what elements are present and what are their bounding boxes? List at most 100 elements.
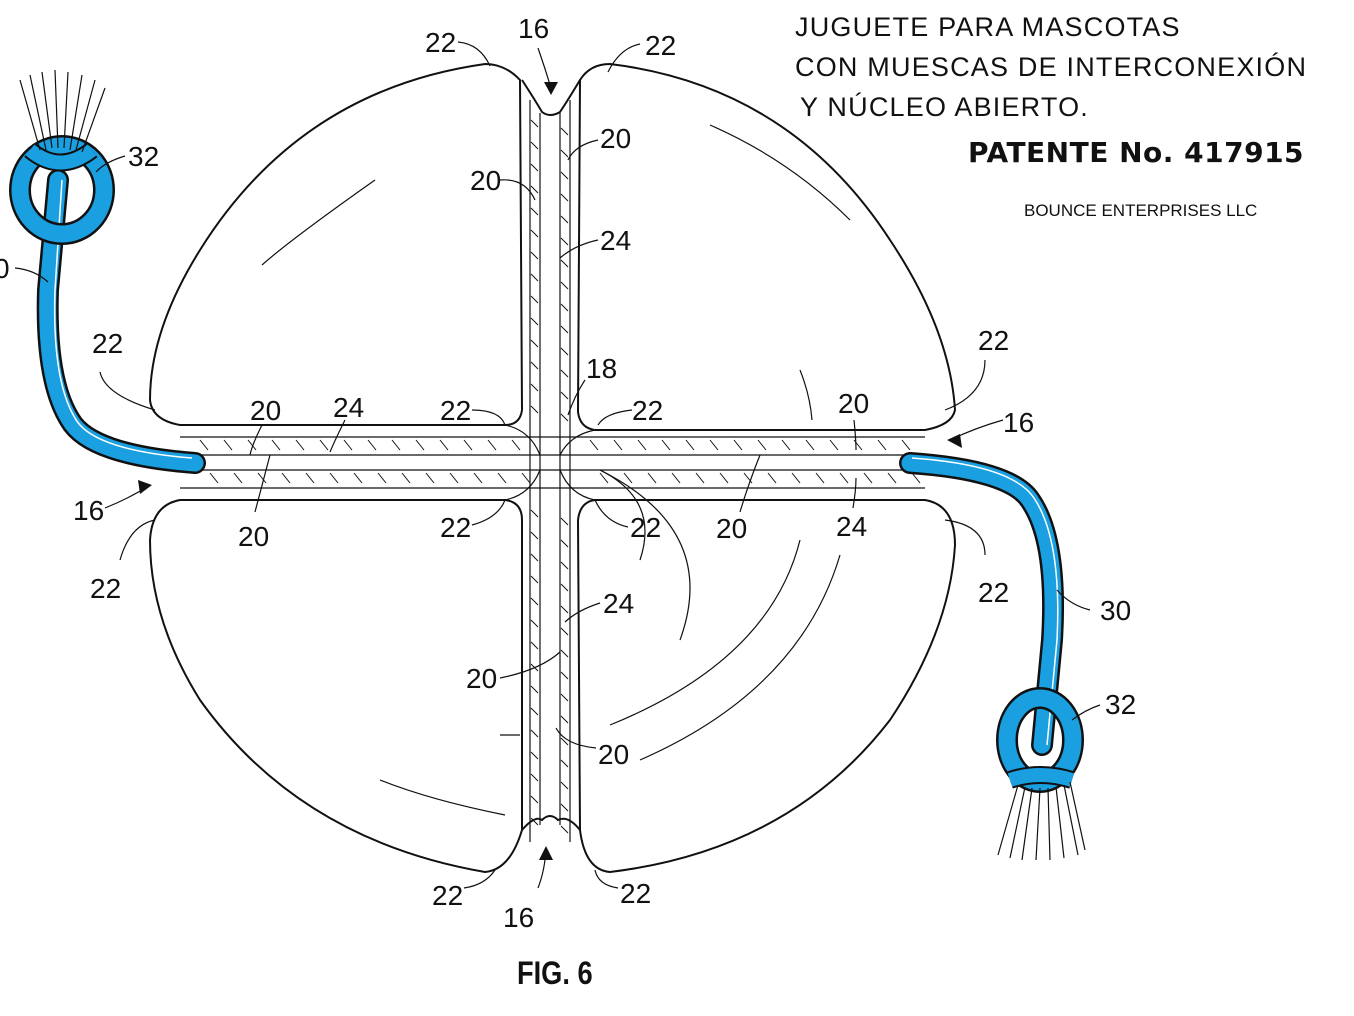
hatch-stroke [530,361,539,370]
hatch-stroke [560,171,569,180]
hatch-stroke [887,472,897,484]
hatch-stroke [560,803,569,812]
hatch-stroke [560,259,569,268]
title-line-2: CON MUESCAS DE INTERCONEXIÓN [795,52,1308,82]
hatch-stroke [391,439,401,451]
ref-numeral: 20 [598,739,629,770]
hatch-stroke [530,707,539,716]
hatch-stroke [271,439,281,451]
quadrant-lower-right [576,499,957,874]
hatch-stroke [791,472,801,484]
ref-numeral: 18 [586,353,617,384]
title-line-3: Y NÚCLEO ABIERTO. [800,92,1090,122]
hatch-stroke [425,472,435,484]
quadrant-upper-left [148,62,524,426]
ref-numeral: 20 [238,521,269,552]
hatch-stroke [829,439,839,451]
hatch-stroke [560,127,569,136]
hatch-stroke [521,472,531,484]
hatch-stroke [209,472,219,484]
hatch-stroke [530,405,539,414]
hatch-stroke [599,472,609,484]
hatch-stroke [560,715,569,724]
hatch-stroke [530,273,539,282]
hatch-stroke [560,391,569,400]
hatch-stroke [560,369,569,378]
hatch-stroke [560,325,569,334]
figure-label: FIG. 6 [517,955,593,991]
hatch-stroke [511,439,521,451]
hatch-stroke [560,693,569,702]
ref-numeral: 20 [470,165,501,196]
hatch-stroke [863,472,873,484]
hatch-stroke [305,472,315,484]
quadrant-upper-right [576,62,957,431]
hatch-stroke [560,825,569,834]
hatch-stroke [560,215,569,224]
ref-numeral: 20 [466,663,497,694]
hatch-stroke [560,193,569,202]
hatch-stroke [530,685,539,694]
open-core [504,424,691,641]
patent-number: PATENTE No. 417915 [968,136,1305,169]
hatch-stroke [733,439,743,451]
hatch-stroke [415,439,425,451]
hatch-stroke [281,472,291,484]
hatch-stroke [247,439,257,451]
hatch-stroke [647,472,657,484]
hatch-stroke [353,472,363,484]
ref-numeral: 16 [518,13,549,44]
hatch-stroke [377,472,387,484]
hatch-stroke [815,472,825,484]
ref-numeral: 22 [440,395,471,426]
hatch-stroke [473,472,483,484]
hatch-stroke [560,605,569,614]
hatch-stroke [613,439,623,451]
hatch-stroke [233,472,243,484]
hatch-stroke [671,472,681,484]
hatch-stroke [530,531,539,540]
hatch-stroke [560,649,569,658]
hatch-stroke [530,773,539,782]
hatch-stroke [767,472,777,484]
hatch-stroke [560,413,569,422]
ref-numeral: 24 [600,225,631,256]
ref-numeral: 16 [503,902,534,933]
hatch-stroke [530,509,539,518]
hatch-stroke [530,317,539,326]
hatch-stroke [560,627,569,636]
hatch-stroke [719,472,729,484]
ref-numeral: 0 [0,253,10,284]
ref-numeral: 22 [978,577,1009,608]
hatch-stroke [560,517,569,526]
hatch-stroke [530,817,539,826]
hatch-stroke [805,439,815,451]
rope-left [9,69,206,474]
ref-numeral: 16 [1003,407,1034,438]
quadrant-lower-left [148,499,523,874]
title-line-1: JUGUETE PARA MASCOTAS [795,12,1181,42]
hatching [199,119,921,834]
rope-right [899,452,1086,861]
ref-numeral: 22 [630,512,661,543]
hatch-stroke [757,439,767,451]
hatch-stroke [560,303,569,312]
hatch-stroke [530,641,539,650]
hatch-stroke [530,119,539,128]
hatch-stroke [367,439,377,451]
hatch-stroke [497,472,507,484]
hatch-stroke [623,472,633,484]
hatch-stroke [329,472,339,484]
hatch-stroke [530,575,539,584]
hatch-stroke [560,281,569,290]
ref-numeral: 16 [73,495,104,526]
hatch-stroke [530,185,539,194]
ref-numeral: 24 [333,392,364,423]
vertical-channel [521,79,581,842]
hatch-stroke [319,439,329,451]
ref-numeral: 32 [1105,689,1136,720]
hatch-stroke [343,439,353,451]
hatch-stroke [530,729,539,738]
hatch-stroke [589,439,599,451]
